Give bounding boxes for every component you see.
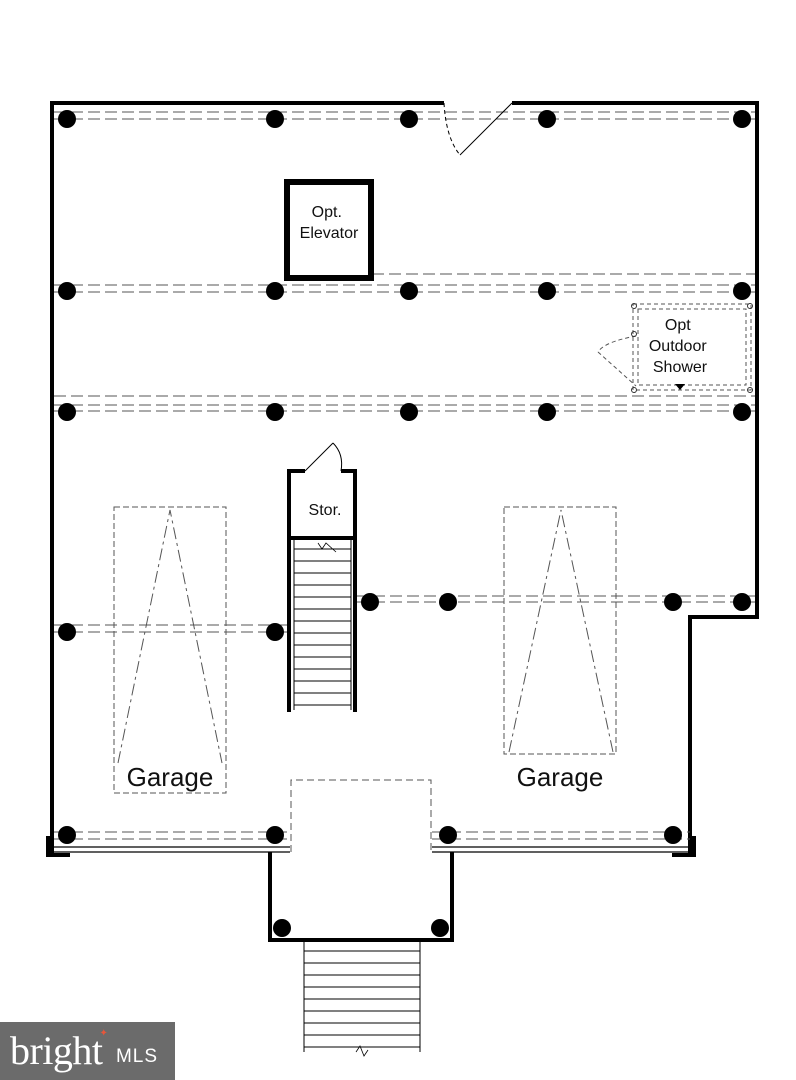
pier (58, 623, 76, 641)
outer-walls (50, 101, 759, 855)
porch-dashed-outline (290, 779, 432, 852)
shower-markers (631, 303, 753, 393)
watermark-accent-icon: ✦ (99, 1027, 108, 1039)
storage-label: Stor. (309, 502, 342, 519)
pier (400, 110, 418, 128)
garage-door-left (113, 506, 227, 794)
watermark-brand: bright (10, 1028, 103, 1073)
elevator-label-line2: Elevator (300, 225, 359, 242)
pier (733, 110, 751, 128)
shower-label-line3: Shower (653, 359, 708, 376)
storage-door-swing (304, 442, 343, 472)
corner-marks (46, 836, 696, 857)
shower-label-line2: Outdoor (649, 338, 707, 355)
support-piers (58, 110, 751, 937)
pier (58, 403, 76, 421)
watermark-suffix: MLS (115, 1046, 159, 1067)
elevator-shaft (284, 179, 374, 281)
pier (431, 919, 449, 937)
elevator-label: Opt. Elevator (300, 204, 359, 242)
front-steps (303, 940, 421, 1057)
entry-porch (268, 852, 454, 942)
pier (733, 403, 751, 421)
shower-label: Opt Outdoor Shower (649, 317, 711, 376)
front-thin-walls (52, 846, 690, 853)
pier (733, 593, 751, 611)
pier (664, 593, 682, 611)
garage-right-label: Garage (517, 762, 604, 792)
pier (361, 593, 379, 611)
pier (400, 403, 418, 421)
pier (266, 826, 284, 844)
pier (266, 110, 284, 128)
pier (58, 110, 76, 128)
pier (538, 403, 556, 421)
pier (538, 282, 556, 300)
shower-label-line1: Opt (665, 317, 691, 334)
beam-lines (54, 111, 755, 840)
pier (273, 919, 291, 937)
pier (664, 826, 682, 844)
entry-door-swing (443, 102, 513, 156)
interior-stairs (293, 540, 352, 710)
pier (266, 623, 284, 641)
pier (538, 110, 556, 128)
pier (266, 282, 284, 300)
pier (58, 282, 76, 300)
storage-and-stair-walls (287, 469, 357, 712)
pier (266, 403, 284, 421)
outdoor-shower (597, 303, 752, 391)
pier (58, 826, 76, 844)
garage-door-right (503, 506, 617, 755)
pier (400, 282, 418, 300)
pier (733, 282, 751, 300)
garage-left-label: Garage (127, 762, 214, 792)
shower-drain-icon (675, 384, 685, 390)
bright-mls-watermark: bright ✦ MLS (0, 1022, 175, 1080)
pier (439, 593, 457, 611)
elevator-label-line1: Opt. (312, 204, 342, 221)
pier (439, 826, 457, 844)
